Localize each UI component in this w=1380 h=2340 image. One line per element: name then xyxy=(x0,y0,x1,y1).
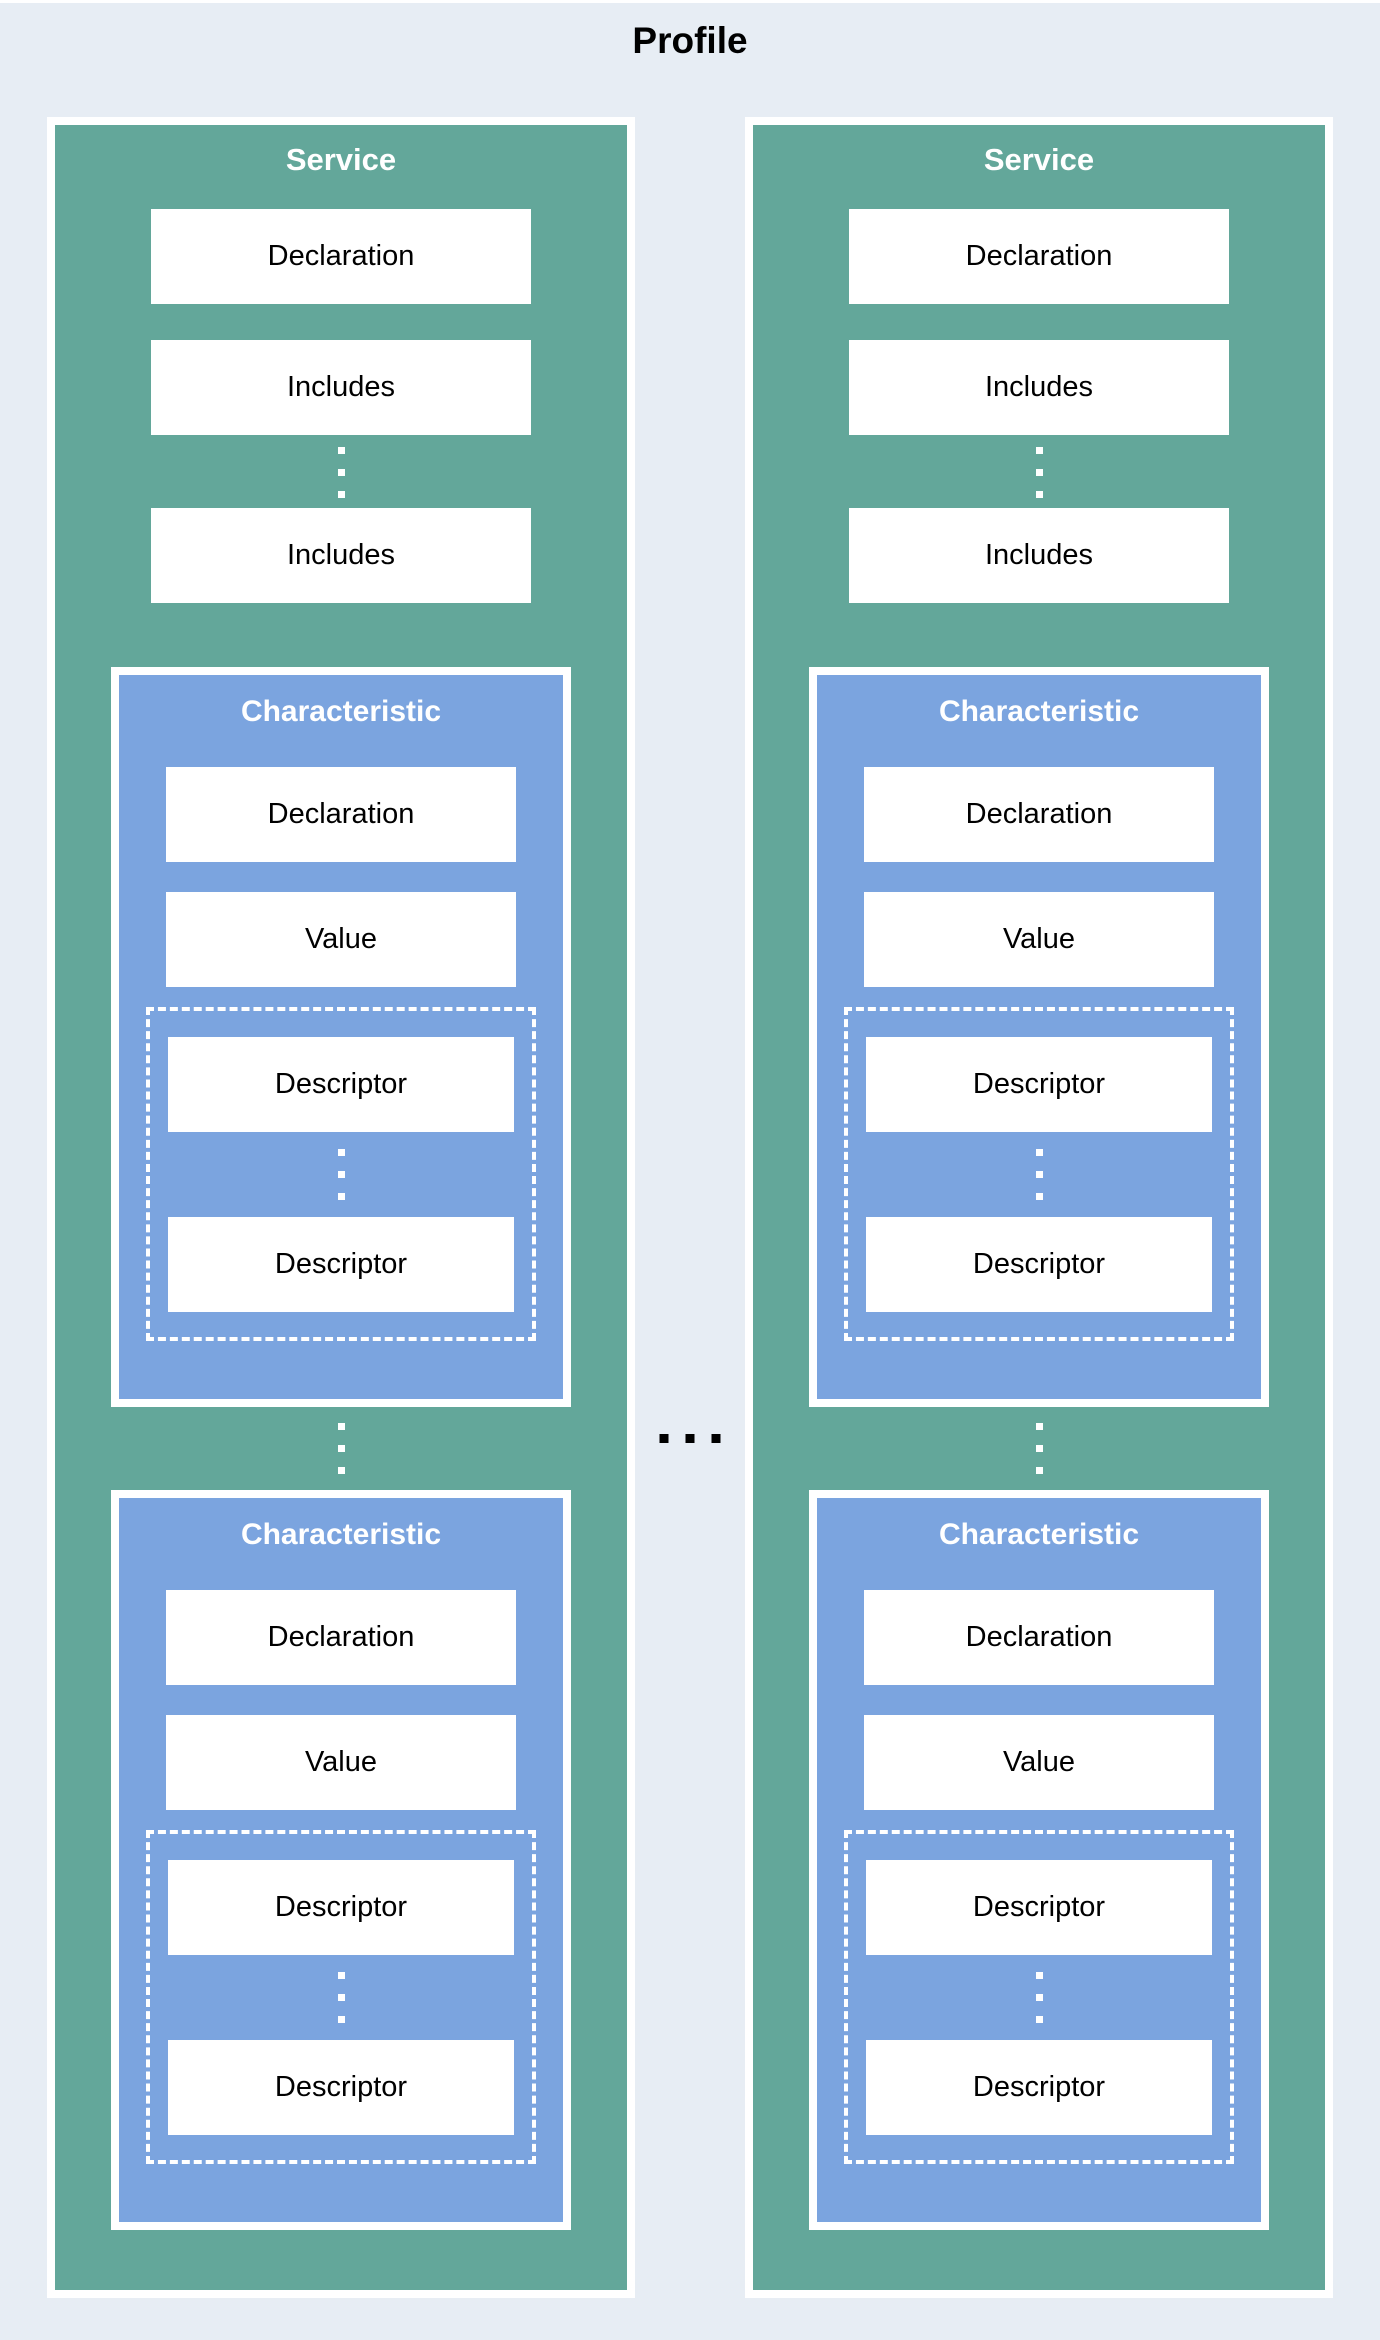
descriptor-box: Descriptor xyxy=(168,1860,514,1955)
characteristic-value-box: Value xyxy=(166,1715,516,1810)
vertical-ellipsis xyxy=(337,1972,345,2023)
characteristic-title: Characteristic xyxy=(240,695,442,728)
characteristic-declaration-box: Declaration xyxy=(166,767,516,862)
characteristic-title: Characteristic xyxy=(938,1518,1140,1551)
service-includes-box: Includes xyxy=(151,340,531,435)
service-declaration-box: Declaration xyxy=(151,209,531,304)
descriptor-group: Descriptor Descriptor xyxy=(146,1007,536,1341)
characteristic-title: Characteristic xyxy=(938,695,1140,728)
profile-body: Service Declaration Includes Includes Ch… xyxy=(47,117,1333,2298)
vertical-ellipsis xyxy=(337,1149,345,1200)
vertical-ellipsis xyxy=(1035,447,1043,498)
service-panel-1: Service Declaration Includes Includes Ch… xyxy=(47,117,635,2298)
descriptor-box: Descriptor xyxy=(866,1037,1212,1132)
horizontal-ellipsis xyxy=(659,1434,721,1443)
characteristic-declaration-box: Declaration xyxy=(166,1590,516,1685)
characteristic-title: Characteristic xyxy=(240,1518,442,1551)
characteristic-panel-1: Characteristic Declaration Value Descrip… xyxy=(809,667,1269,1407)
vertical-ellipsis xyxy=(337,447,345,498)
vertical-ellipsis xyxy=(337,1423,345,1474)
characteristic-value-box: Value xyxy=(864,1715,1214,1810)
service-declaration-box: Declaration xyxy=(849,209,1229,304)
descriptor-group: Descriptor Descriptor xyxy=(146,1830,536,2164)
service-includes-box: Includes xyxy=(849,340,1229,435)
characteristic-panel-2: Characteristic Declaration Value Descrip… xyxy=(809,1490,1269,2230)
page-top-edge xyxy=(0,0,1380,3)
descriptor-group: Descriptor Descriptor xyxy=(844,1007,1234,1341)
descriptor-box: Descriptor xyxy=(168,1037,514,1132)
vertical-ellipsis xyxy=(1035,1149,1043,1200)
descriptor-box: Descriptor xyxy=(168,1217,514,1312)
service-title: Service xyxy=(285,142,397,177)
descriptor-group: Descriptor Descriptor xyxy=(844,1830,1234,2164)
profile-title: Profile xyxy=(632,20,748,61)
descriptor-box: Descriptor xyxy=(866,1217,1212,1312)
service-includes-box: Includes xyxy=(849,508,1229,603)
service-includes-box: Includes xyxy=(151,508,531,603)
service-title: Service xyxy=(983,142,1095,177)
descriptor-box: Descriptor xyxy=(866,2040,1212,2135)
characteristic-panel-2: Characteristic Declaration Value Descrip… xyxy=(111,1490,571,2230)
descriptor-box: Descriptor xyxy=(866,1860,1212,1955)
characteristic-value-box: Value xyxy=(166,892,516,987)
descriptor-box: Descriptor xyxy=(168,2040,514,2135)
characteristic-value-box: Value xyxy=(864,892,1214,987)
vertical-ellipsis xyxy=(1035,1423,1043,1474)
characteristic-panel-1: Characteristic Declaration Value Descrip… xyxy=(111,667,571,1407)
characteristic-declaration-box: Declaration xyxy=(864,1590,1214,1685)
vertical-ellipsis xyxy=(1035,1972,1043,2023)
characteristic-declaration-box: Declaration xyxy=(864,767,1214,862)
service-panel-2: Service Declaration Includes Includes Ch… xyxy=(745,117,1333,2298)
